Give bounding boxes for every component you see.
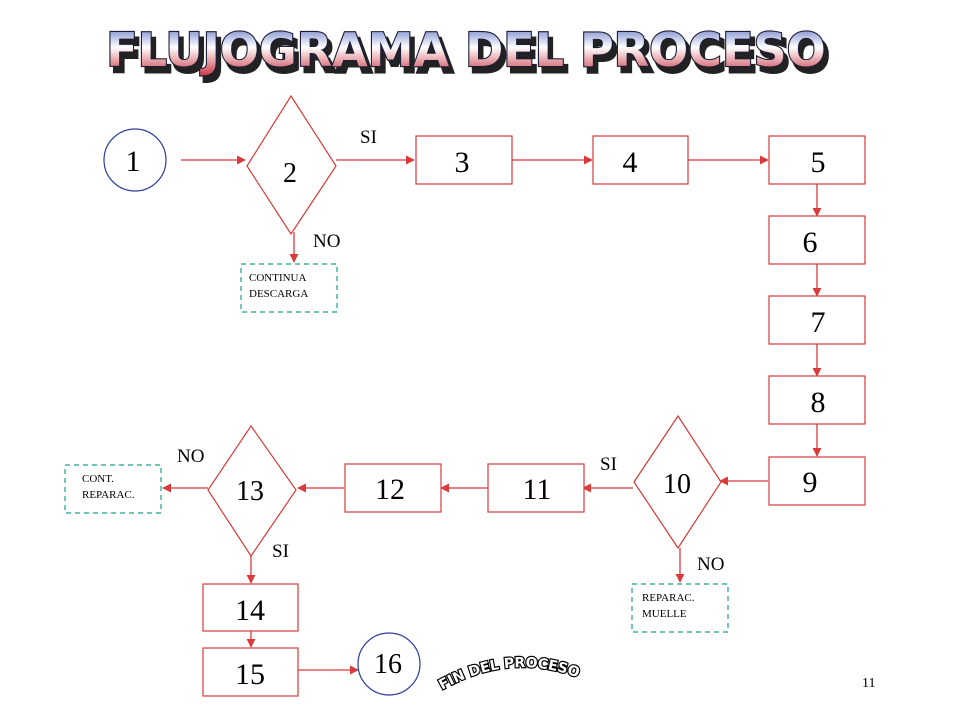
node-12-label: 12 [375, 473, 405, 506]
page-title-text: FLUJOGRAMA DEL PROCESO [106, 23, 825, 77]
node-13-label: 13 [236, 476, 264, 507]
node-16-label: 16 [374, 649, 402, 680]
note-reparac-muelle-line2: MUELLE [642, 608, 687, 620]
node-14-label: 14 [235, 594, 265, 627]
node-13: 13 [207, 424, 297, 558]
process-box-7 [768, 295, 866, 345]
node-8: 8 [768, 375, 866, 425]
node-15: 15 [202, 647, 299, 697]
node-2: 2 [246, 94, 337, 236]
edge-label-d10-yes: SI [600, 454, 617, 475]
process-box-14 [202, 583, 299, 632]
node-9-label: 9 [803, 466, 818, 499]
node-9: 9 [768, 456, 866, 506]
node-11: 11 [487, 463, 585, 513]
edge-label-d10-no: NO [697, 554, 724, 575]
end-process-label: FIN DEL PROCESO [436, 655, 581, 693]
edge-label-d2-no: NO [313, 231, 340, 252]
decision-diamond-10 [633, 414, 722, 550]
decision-diamond-13 [207, 424, 297, 558]
end-circle [357, 632, 421, 696]
node-1: 1 [103, 128, 167, 192]
note-cont-reparac-box [64, 464, 162, 514]
start-circle [103, 128, 167, 192]
node-5-label: 5 [811, 146, 826, 179]
node-16: 16 [357, 632, 421, 696]
node-14: 14 [202, 583, 299, 632]
edge-label-d2-yes: SI [360, 127, 377, 148]
note-continua-line1: CONTINUA [249, 272, 306, 284]
process-box-4 [592, 135, 689, 185]
node-6: 6 [768, 215, 866, 265]
note-cont-reparac-line2: REPARAC. [82, 489, 135, 501]
node-7-label: 7 [811, 306, 826, 339]
note-reparac-muelle-line1: REPARAC. [642, 592, 695, 604]
node-3-label: 3 [455, 146, 470, 179]
note-continua-line2: DESCARGA [249, 288, 308, 300]
edge-label-d13-yes: SI [272, 541, 289, 562]
node-3: 3 [415, 135, 513, 185]
node-6-label: 6 [803, 226, 818, 259]
process-box-15 [202, 647, 299, 697]
node-10-label: 10 [663, 469, 691, 500]
node-5: 5 [768, 135, 866, 185]
node-7: 7 [768, 295, 866, 345]
node-12: 12 [344, 463, 442, 513]
note-continua-box [240, 263, 338, 313]
node-4-label: 4 [623, 146, 638, 179]
page-title: FLUJOGRAMA DEL PROCESO FLUJOGRAMA DEL PR… [105, 22, 831, 85]
process-box-11 [487, 463, 585, 513]
node-15-label: 15 [235, 658, 265, 691]
node-8-label: 8 [811, 386, 826, 419]
note-reparac-muelle-box [631, 583, 729, 633]
note-cont-reparac-line1: CONT. [82, 473, 114, 485]
node-4: 4 [592, 135, 689, 185]
node-2-label: 2 [283, 158, 297, 189]
note-cont-reparac: CONT. REPARAC. [64, 464, 162, 514]
process-box-5 [768, 135, 866, 185]
note-reparac-muelle: REPARAC. MUELLE [631, 583, 729, 633]
decision-diamond-2 [246, 94, 337, 236]
process-box-3 [415, 135, 513, 185]
process-box-9 [768, 456, 866, 506]
node-1-label: 1 [126, 145, 141, 178]
process-box-6 [768, 215, 866, 265]
node-11-label: 11 [523, 473, 552, 506]
node-10: 10 [633, 414, 722, 550]
edges [162, 155, 822, 675]
note-continua-descarga: CONTINUA DESCARGA [240, 263, 338, 313]
end-process-text: FIN DEL PROCESO [435, 654, 583, 695]
process-box-8 [768, 375, 866, 425]
edge-label-d13-no: NO [177, 446, 204, 467]
page-title-shadow: FLUJOGRAMA DEL PROCESO [110, 29, 829, 83]
process-box-12 [344, 463, 442, 513]
page-number: 11 [862, 676, 875, 691]
